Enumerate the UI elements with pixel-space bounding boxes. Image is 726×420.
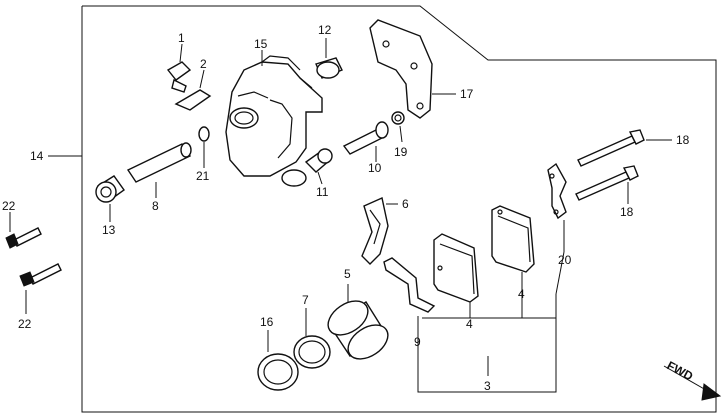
forward-arrow-icon	[663, 365, 722, 401]
assembly-outline	[81, 5, 717, 413]
cap-part-2	[174, 69, 212, 111]
callout-18b: 18	[620, 205, 634, 219]
direction-label: FWD	[665, 358, 696, 383]
callout-21: 21	[196, 169, 210, 183]
caliper-body-part-15	[225, 55, 323, 187]
pin-bolt-part-10	[342, 121, 389, 162]
piston-part-5	[327, 284, 389, 360]
bleeder-part-1	[166, 43, 192, 93]
callout-15: 15	[254, 37, 268, 51]
callout-4b: 4	[466, 317, 473, 331]
boot-part-12	[315, 38, 343, 79]
retainer-part-9	[383, 257, 436, 334]
callout-3: 3	[484, 379, 491, 393]
clip-part-6	[361, 197, 398, 265]
callout-22b: 22	[18, 317, 32, 331]
callout-11: 11	[316, 185, 329, 199]
pad-set-bracket-lines	[417, 251, 565, 393]
bracket-part-17	[369, 19, 456, 119]
pad-part-4-rear	[491, 205, 535, 286]
bolt-part-22-lower	[19, 263, 62, 314]
boot-part-13	[95, 175, 125, 222]
callout-14: 14	[30, 149, 44, 163]
callout-9: 9	[414, 335, 421, 349]
washer-part-21	[198, 126, 210, 168]
callout-10: 10	[368, 161, 382, 175]
callout-12: 12	[318, 23, 332, 37]
callout-8: 8	[152, 199, 159, 213]
callout-13: 13	[102, 223, 116, 237]
callout-7: 7	[302, 293, 309, 307]
callout-2: 2	[200, 57, 207, 71]
bolt-part-18-lower	[575, 165, 639, 204]
callout-6: 6	[402, 197, 409, 211]
bushing-part-11	[304, 148, 333, 185]
callout-4a: 4	[518, 287, 525, 301]
callout-5: 5	[344, 267, 351, 281]
seal-part-19	[391, 111, 405, 143]
callout-22a: 22	[2, 199, 16, 213]
callout-16: 16	[260, 315, 274, 329]
bolt-part-22-upper	[5, 212, 42, 249]
sleeve-part-8	[126, 142, 192, 198]
callout-18a: 18	[676, 133, 690, 147]
callout-20: 20	[558, 253, 572, 267]
seal-part-7	[293, 308, 331, 369]
callout-19: 19	[394, 145, 408, 159]
bolt-part-18-upper	[577, 129, 672, 167]
callout-17: 17	[460, 87, 474, 101]
pad-part-4-front	[433, 233, 479, 318]
seal-part-16	[257, 330, 299, 391]
callout-1: 1	[178, 31, 185, 45]
spring-part-20	[547, 162, 567, 252]
